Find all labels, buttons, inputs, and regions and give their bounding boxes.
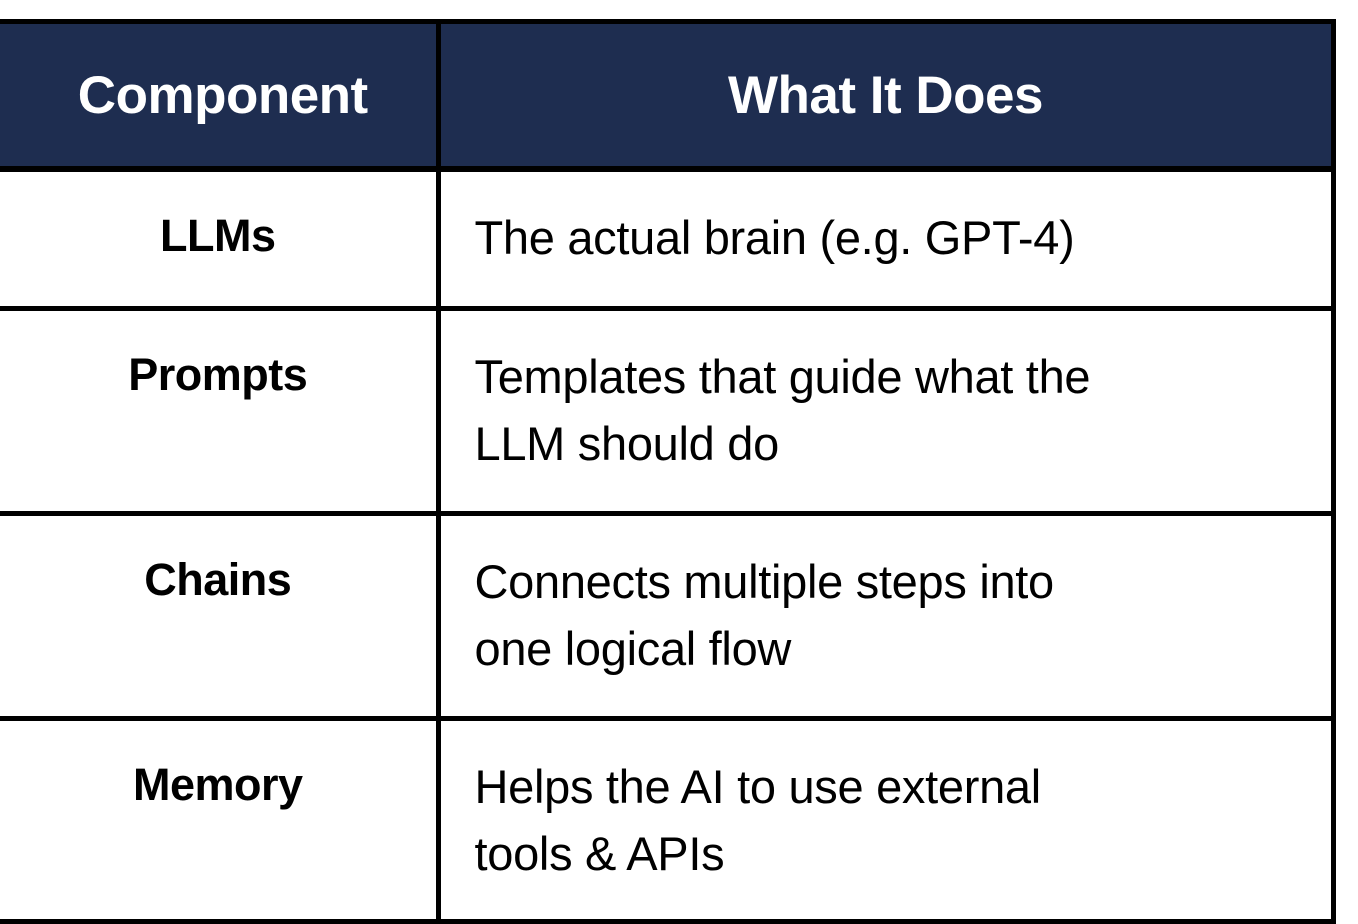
table-row: Prompts Templates that guide what the LL… xyxy=(0,308,1336,516)
table-row: LLMs The actual brain (e.g. GPT-4) xyxy=(0,169,1336,311)
description-line: Connects multiple steps into xyxy=(474,555,1055,608)
table-row: Memory Helps the AI to use external tool… xyxy=(0,718,1336,924)
cell-description-memory: Helps the AI to use external tools & API… xyxy=(438,718,1336,924)
table-header: Component What It Does xyxy=(0,19,1336,172)
table-row: Chains Connects multiple steps into one … xyxy=(0,513,1336,721)
column-header-what-it-does: What It Does xyxy=(438,19,1336,172)
cell-description-chains: Connects multiple steps into one logical… xyxy=(438,513,1336,721)
table-header-row: Component What It Does xyxy=(0,19,1336,172)
cell-description-prompts: Templates that guide what the LLM should… xyxy=(438,308,1336,516)
description-line: one logical flow xyxy=(474,621,792,675)
cell-description-llms: The actual brain (e.g. GPT-4) xyxy=(438,169,1336,311)
table-body: LLMs The actual brain (e.g. GPT-4) Promp… xyxy=(0,169,1336,924)
cell-component-memory: Memory xyxy=(0,718,441,924)
description-line: Templates that guide what the xyxy=(474,350,1091,403)
column-header-component: Component xyxy=(0,19,441,172)
table-container: Component What It Does LLMs The actual b… xyxy=(0,19,1336,924)
description-line: tools & APIs xyxy=(474,826,725,880)
description-line: Helps the AI to use external xyxy=(474,760,1042,813)
description-line: LLM should do xyxy=(474,416,780,470)
cell-component-chains: Chains xyxy=(0,513,441,721)
components-table: Component What It Does LLMs The actual b… xyxy=(0,19,1336,924)
description-line: The actual brain (e.g. GPT-4) xyxy=(474,211,1075,264)
cell-component-prompts: Prompts xyxy=(0,308,441,516)
cell-component-llms: LLMs xyxy=(0,169,441,311)
